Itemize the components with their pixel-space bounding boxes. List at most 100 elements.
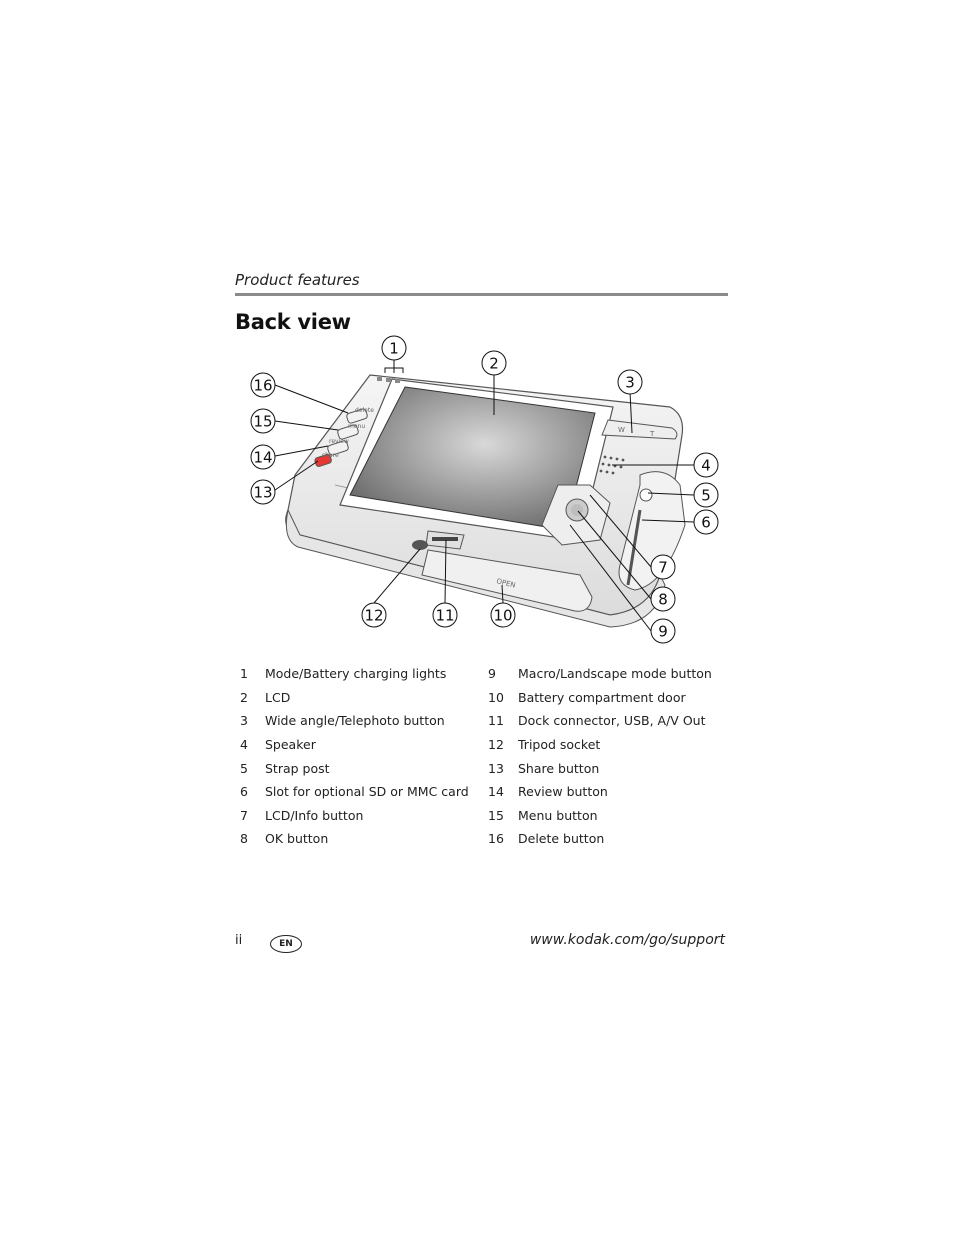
svg-text:14: 14 xyxy=(253,449,272,467)
svg-text:10: 10 xyxy=(493,607,512,625)
legend-number: 11 xyxy=(488,713,504,729)
legend-label: LCD xyxy=(265,689,291,705)
legend-item: 5 Strap post xyxy=(240,756,469,780)
svg-text:16: 16 xyxy=(253,377,272,395)
legend-item: 2 LCD xyxy=(240,686,469,710)
callout-leaders xyxy=(274,359,695,632)
callout-16: 16 xyxy=(250,372,276,398)
legend-item: 13 Share button xyxy=(488,756,712,780)
legend-number: 12 xyxy=(488,737,504,753)
svg-text:6: 6 xyxy=(701,514,711,532)
callout-5: 5 xyxy=(693,482,719,508)
svg-text:11: 11 xyxy=(435,607,454,625)
callout-7: 7 xyxy=(650,554,676,580)
callout-3: 3 xyxy=(617,369,643,395)
legend-label: LCD/Info button xyxy=(265,807,364,823)
header-rule xyxy=(235,293,728,296)
callout-14: 14 xyxy=(250,444,276,470)
review-label: review xyxy=(329,438,349,445)
legend-label: Tripod socket xyxy=(518,737,601,753)
legend-number: 5 xyxy=(240,760,248,776)
svg-text:12: 12 xyxy=(364,607,383,625)
legend-label: Menu button xyxy=(518,807,598,823)
svg-text:9: 9 xyxy=(658,623,668,641)
zoom-t-label: T xyxy=(649,430,655,438)
speaker-grille xyxy=(599,455,625,475)
svg-text:3: 3 xyxy=(625,374,635,392)
legend-number: 14 xyxy=(488,784,504,800)
legend-label: Wide angle/Telephoto button xyxy=(265,713,445,729)
callout-13: 13 xyxy=(250,479,276,505)
callout-2: 2 xyxy=(481,350,507,376)
legend-label: Speaker xyxy=(265,737,316,753)
left-button-column: delete menu review share xyxy=(314,407,374,467)
legend-item: 6 Slot for optional SD or MMC card xyxy=(240,780,469,804)
callout-12: 12 xyxy=(361,602,387,628)
legend-number: 4 xyxy=(240,737,248,753)
svg-text:1: 1 xyxy=(389,340,399,358)
legend-item: 3 Wide angle/Telephoto button xyxy=(240,709,469,733)
callout-4: 4 xyxy=(693,452,719,478)
mode-lights xyxy=(377,377,400,383)
legend-label: Delete button xyxy=(518,831,605,847)
legend-item: 12 Tripod socket xyxy=(488,733,712,757)
share-label: share xyxy=(322,452,339,459)
legend-item: 10 Battery compartment door xyxy=(488,686,712,710)
legend-number: 13 xyxy=(488,760,504,776)
callout-8: 8 xyxy=(650,586,676,612)
page-title: Back view xyxy=(235,310,351,334)
legend-label: Strap post xyxy=(265,760,330,776)
support-url[interactable]: www.kodak.com/go/support xyxy=(529,932,725,948)
legend-item: 7 LCD/Info button xyxy=(240,804,469,828)
legend-number: 7 xyxy=(240,807,248,823)
legend-item: 1 Mode/Battery charging lights xyxy=(240,662,469,686)
legend-item: 14 Review button xyxy=(488,780,712,804)
page-number: ii xyxy=(235,933,243,948)
svg-text:8: 8 xyxy=(658,591,668,609)
legend-item: 15 Menu button xyxy=(488,804,712,828)
legend-number: 15 xyxy=(488,807,504,823)
svg-text:13: 13 xyxy=(253,484,272,502)
legend-number: 3 xyxy=(240,713,248,729)
menu-label: menu xyxy=(348,423,365,430)
svg-text:7: 7 xyxy=(658,559,668,577)
legend-number: 10 xyxy=(488,689,504,705)
legend-item: 16 Delete button xyxy=(488,827,712,851)
callout-markers: 1 2 3 4 5 6 7 8 9 10 11 12 13 14 15 16 xyxy=(250,335,719,644)
legend-label: Battery compartment door xyxy=(518,689,686,705)
svg-text:5: 5 xyxy=(701,487,711,505)
legend-number: 1 xyxy=(240,666,248,682)
callout-6: 6 xyxy=(693,509,719,535)
zoom-button: W T xyxy=(601,419,678,440)
callout-9: 9 xyxy=(650,618,676,644)
zoom-w-label: W xyxy=(618,426,625,434)
legend-item: 4 Speaker xyxy=(240,733,469,757)
camera-back-view-illustration: delete menu review share W T xyxy=(240,335,730,655)
legend-number: 9 xyxy=(488,666,496,682)
legend-number: 8 xyxy=(240,831,248,847)
legend-label: Mode/Battery charging lights xyxy=(265,666,447,682)
svg-text:4: 4 xyxy=(701,457,711,475)
bottom-features: OPEN xyxy=(412,530,593,612)
legend-label: Review button xyxy=(518,784,608,800)
lcd-screen xyxy=(339,378,614,542)
legend-number: 6 xyxy=(240,784,248,800)
running-header: Product features xyxy=(235,271,360,289)
legend-label: Slot for optional SD or MMC card xyxy=(265,784,469,800)
callout-1: 1 xyxy=(381,335,407,361)
callout-15: 15 xyxy=(250,408,276,434)
callout-10: 10 xyxy=(490,602,516,628)
svg-text:15: 15 xyxy=(253,413,272,431)
legend-label: Share button xyxy=(518,760,600,776)
language-badge: EN xyxy=(270,935,302,953)
callout-11: 11 xyxy=(432,602,458,628)
legend-number: 16 xyxy=(488,831,504,847)
legend-number: 2 xyxy=(240,689,248,705)
legend-left-column: 1 Mode/Battery charging lights 2 LCD 3 Wide… xyxy=(240,662,469,851)
svg-text:2: 2 xyxy=(489,355,499,373)
navigation-pad xyxy=(541,484,611,546)
